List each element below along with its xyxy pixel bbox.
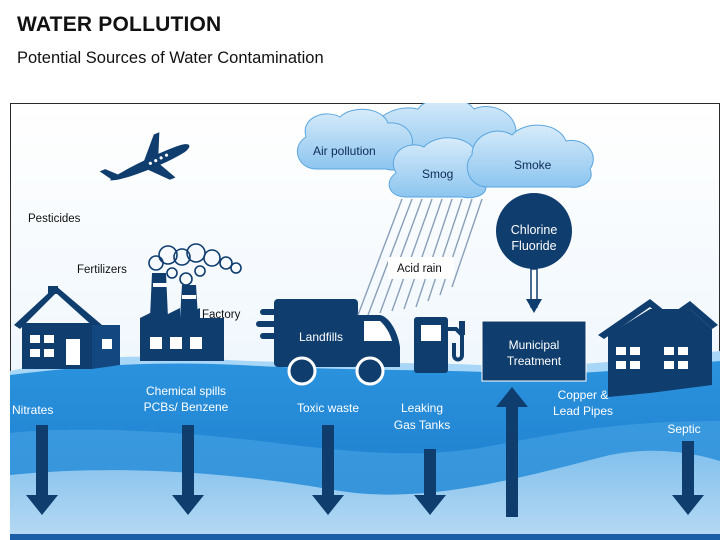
label-leaking: Leaking — [401, 401, 443, 415]
label-fertilizers: Fertilizers — [77, 264, 127, 276]
arrow-down-icon — [414, 449, 446, 515]
arrow-down-icon — [312, 425, 344, 515]
label-toxic-waste: Toxic waste — [297, 401, 359, 415]
cloud-icon — [296, 103, 594, 199]
label-fluoride: Fluoride — [511, 239, 556, 253]
house-icon-right — [598, 299, 718, 397]
label-copper: Copper & — [558, 388, 609, 402]
acid-rain-label-bg — [388, 257, 454, 279]
label-smog: Smog — [422, 167, 453, 181]
label-acid-rain: Acid rain — [397, 263, 442, 275]
arrow-down-icon — [172, 425, 204, 515]
municipal-treatment-icon — [481, 193, 587, 382]
label-smoke: Smoke — [514, 158, 552, 172]
arrow-down-icon — [26, 425, 58, 515]
airplane-icon — [99, 132, 190, 181]
label-pcbs-benzene: PCBs/ Benzene — [144, 400, 229, 414]
label-chemical-spills: Chemical spills — [146, 384, 226, 398]
truck-icon — [256, 299, 400, 386]
page-title: WATER POLLUTION — [17, 13, 222, 36]
label-treatment: Treatment — [507, 354, 562, 368]
house-icon — [14, 286, 120, 369]
label-nitrates: Nitrates — [12, 403, 53, 417]
arrow-down-icon — [672, 441, 704, 515]
page-subtitle: Potential Sources of Water Contamination — [17, 49, 324, 67]
arrow-up-icon — [496, 387, 528, 517]
label-factory: Factory — [202, 309, 241, 321]
label-landfills: Landfills — [299, 330, 343, 344]
label-septic: Septic — [667, 422, 700, 436]
illustration-panel: Pesticides Fertilizers Factory Landfills… — [10, 103, 720, 540]
bottom-accent-bar — [10, 534, 720, 540]
label-gas-tanks: Gas Tanks — [394, 418, 450, 432]
label-lead-pipes: Lead Pipes — [553, 404, 613, 418]
label-air-pollution: Air pollution — [313, 144, 376, 158]
label-municipal: Municipal — [509, 338, 560, 352]
factory-icon — [140, 243, 242, 361]
label-chlorine: Chlorine — [511, 223, 558, 237]
gas-pump-icon — [414, 317, 465, 373]
label-pesticides: Pesticides — [28, 213, 81, 225]
